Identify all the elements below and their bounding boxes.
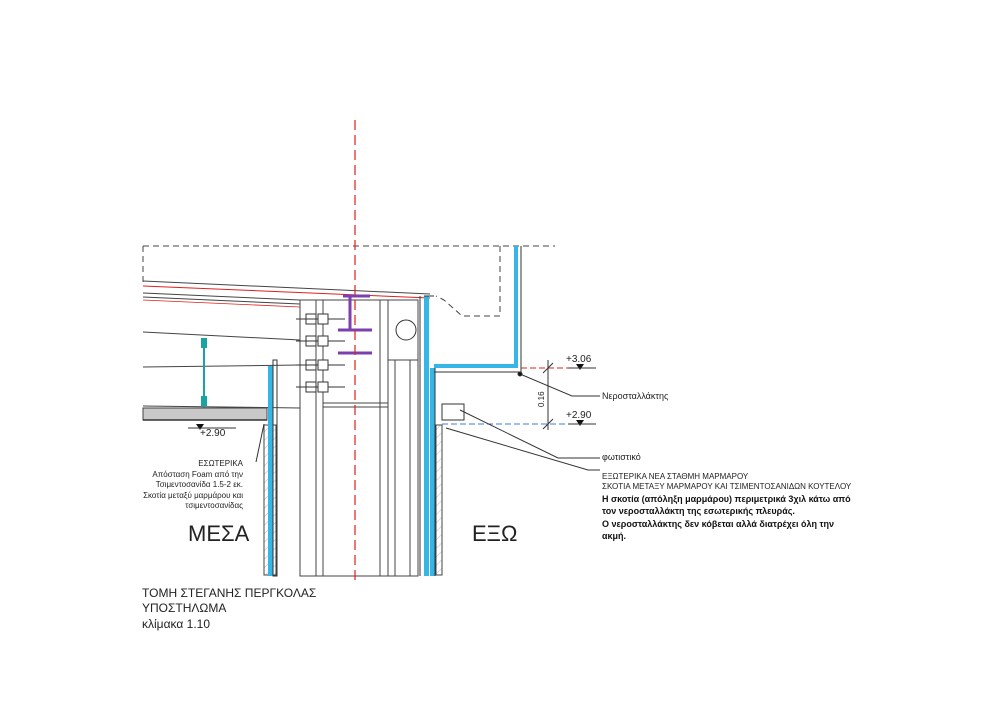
- title-line1: ΤΟΜΗ ΣΤΕΓΑΝΗΣ ΠΕΡΓΚΟΛΑΣ: [142, 586, 316, 600]
- label-inside: ΜΕΣΑ: [188, 521, 250, 546]
- bold-note-line: Ο νεροσταλλάκτης δεν κόβεται αλλά διατρέ…: [602, 519, 834, 529]
- teal-strut: [201, 338, 207, 408]
- bold-note-line: ακμή.: [602, 531, 626, 541]
- leader-lines: [255, 371, 600, 471]
- round-cap: [395, 319, 417, 341]
- right-cement-board: [419, 296, 436, 576]
- title-line3: κλίμακα 1.10: [142, 617, 210, 631]
- bold-note-line: Η σκοτία (απόληξη μαρμάρου) περιμετρικά …: [602, 494, 851, 504]
- label-level-top: +3.06: [566, 354, 592, 365]
- label-drip-edge: Νεροσταλλάκτης: [602, 391, 669, 401]
- interior-slab: [142, 407, 268, 421]
- left-cement-board: [268, 359, 278, 577]
- level-marker-top: [576, 364, 584, 370]
- label-dimension: 0.16: [537, 391, 546, 407]
- outer-note-line1: ΕΞΩΤΕΡΙΚΑ ΝΕΑ ΣΤΑΘΜΗ ΜΑΡΜΑΡΟΥ: [602, 472, 749, 481]
- inner-note-line: Σκοτία μεταξύ μαρμάρου και: [143, 491, 243, 500]
- roof-outline-dashed: [142, 245, 555, 317]
- bold-note-line: τον νεροσταλλάκτη της εσωτερικής πλευράς…: [602, 506, 795, 516]
- inner-note-line: τσιμεντοσανίδας: [185, 501, 243, 510]
- level-marker-inside: [196, 424, 204, 430]
- level-marker-bottom: [576, 420, 584, 426]
- label-outside: ΕΞΩ: [472, 521, 517, 546]
- label-level-bottom: +2.90: [566, 410, 592, 421]
- inner-note-line: Τσιμεντοσανίδα 1.5-2 εκ.: [156, 480, 243, 489]
- right-wall: [435, 424, 443, 576]
- title-line2: ΥΠΟΣΤΗΛΩΜΑ: [142, 601, 226, 615]
- label-level-inside: +2.90: [200, 428, 226, 439]
- bolts: [296, 313, 345, 393]
- outer-note-line2: ΣΚΟΤΙΑ ΜΕΤΑΞΥ ΜΑΡΜΑΡΟΥ ΚΑΙ ΤΣΙΜΕΝΤΟΣΑΝΙΔ…: [602, 482, 852, 491]
- inner-note-line: Απόσταση Foam από την: [152, 470, 243, 479]
- inner-note-title: ΕΣΩΤΕΡΙΚΑ: [198, 459, 243, 468]
- height-dimension: [542, 360, 554, 430]
- label-light: φωτιστικό: [602, 452, 641, 462]
- roof-layers: [142, 280, 431, 409]
